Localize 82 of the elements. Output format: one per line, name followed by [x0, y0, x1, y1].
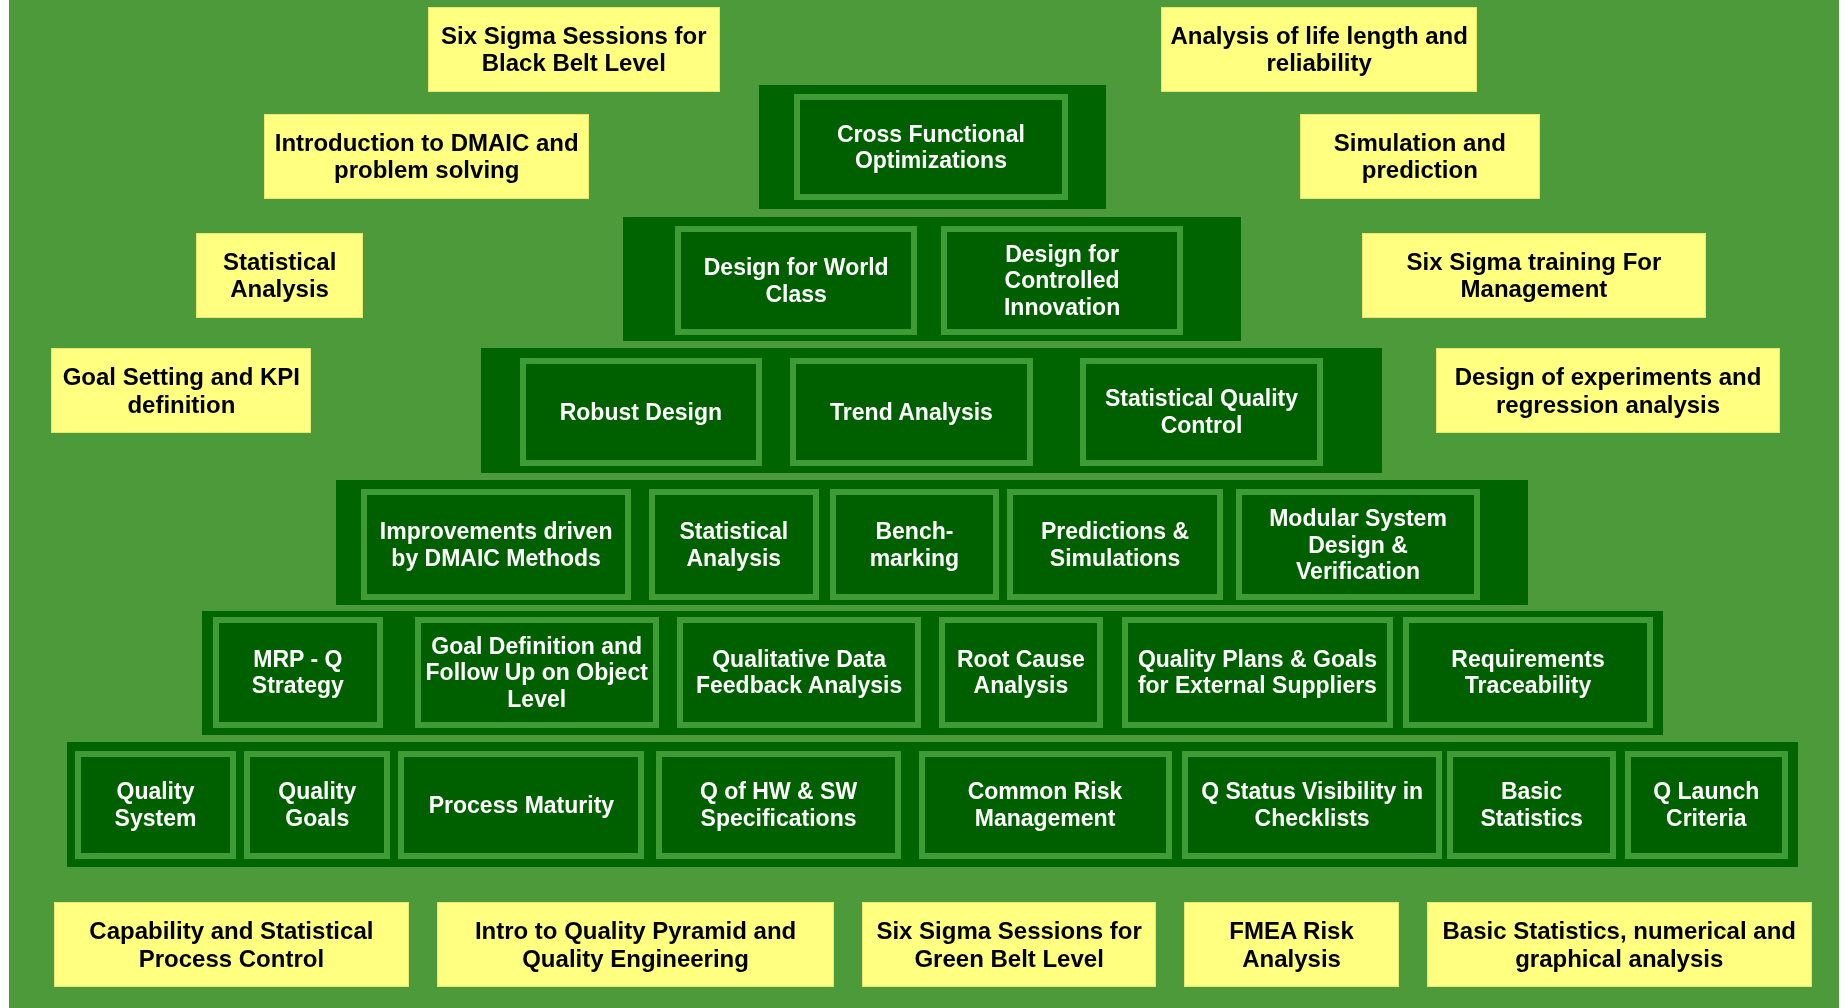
tier-box	[519, 357, 763, 466]
topic-label: Introduction to DMAIC and problem solving	[273, 128, 580, 185]
topic-label: Six Sigma Sessions for Black Belt Level	[440, 21, 708, 77]
pillar-label: Common Risk Management	[966, 778, 1124, 832]
tier-box	[212, 616, 384, 729]
pillar-label: Qualitative Data Feedback Analysis	[695, 646, 904, 699]
topic-label: FMEA Risk Analysis	[1228, 917, 1355, 973]
topic-label: Simulation and prediction	[1332, 128, 1507, 185]
topic-label: Analysis of life length and reliability	[1169, 21, 1469, 77]
tier-band	[66, 742, 1798, 868]
tier-box	[360, 489, 632, 601]
tier-box	[74, 750, 237, 859]
tier-box	[1624, 750, 1789, 859]
topic-card	[427, 7, 720, 92]
tier-band	[480, 348, 1383, 473]
tier-box	[244, 750, 391, 859]
pillar-label: Improvements driven by DMAIC Methods	[378, 518, 614, 572]
pillar-label: Bench-marking	[868, 518, 961, 572]
topic-label: Capability and Statistical Process Control	[88, 917, 375, 973]
pillar-label: MRP - Q Strategy	[250, 646, 345, 699]
tier-box	[656, 750, 901, 859]
tier-box	[938, 616, 1104, 729]
pillar-label: Q Launch Criteria	[1652, 778, 1761, 832]
topic-card	[437, 902, 834, 988]
topic-label: Six Sigma training For Management	[1405, 247, 1663, 303]
tier-box	[649, 489, 819, 601]
pillar-label: Root Cause Analysis	[956, 646, 1086, 699]
tier-box	[1006, 489, 1224, 601]
topic-card	[1362, 232, 1706, 318]
tier-box	[1403, 616, 1653, 729]
tier-box	[1446, 750, 1617, 859]
topic-label: Design of experiments and regression analysis	[1453, 363, 1763, 419]
topic-label: Intro to Quality Pyramid and Quality Engineering	[473, 917, 798, 973]
tier-band	[336, 480, 1529, 605]
pillar-label: Q of HW & SW Specifications	[698, 778, 859, 832]
topic-label: Statistical Analysis	[221, 247, 338, 303]
tier-box	[1079, 357, 1324, 466]
topic-card	[1184, 902, 1399, 988]
topic-card	[1426, 902, 1812, 988]
tier-band	[623, 216, 1241, 342]
tier-box	[398, 750, 645, 859]
pillar-label: Predictions & Simulations	[1039, 518, 1191, 572]
tier-box	[674, 225, 918, 336]
topic-card	[1160, 7, 1478, 92]
pillar-label: Design for Controlled Innovation	[1002, 240, 1122, 321]
pillar-label: Q Status Visibility in Checklists	[1200, 778, 1425, 832]
topic-card	[264, 114, 590, 199]
topic-card	[196, 232, 364, 318]
topic-card	[862, 902, 1157, 988]
topic-label: Six Sigma Sessions for Green Belt Level	[875, 917, 1143, 973]
topic-card	[53, 902, 410, 988]
pillar-label: Design for World Class	[702, 254, 890, 308]
tier-box	[790, 357, 1033, 466]
topic-card	[1436, 348, 1780, 433]
topic-label: Basic Statistics, numerical and graphical analysis	[1441, 917, 1797, 973]
pillar-label: Statistical Analysis	[678, 518, 790, 572]
tier-box	[940, 225, 1184, 336]
tier-box	[677, 616, 921, 729]
pillar-label: Process Maturity	[427, 791, 616, 819]
pillar-label: Robust Design	[558, 398, 723, 426]
pillar-label: Quality Goals	[277, 778, 358, 832]
topic-label: Goal Setting and KPI definition	[61, 363, 302, 419]
tier-box	[1236, 489, 1480, 601]
pillar-label: Trend Analysis	[829, 398, 994, 426]
pillar-label: Modular System Design & Verification	[1268, 505, 1448, 585]
tier-box	[793, 94, 1068, 200]
tier-box	[1122, 616, 1393, 729]
pillar-label: Goal Definition and Follow Up on Object Level	[424, 632, 649, 713]
pillar-label: Quality System	[113, 778, 198, 832]
tier-box	[830, 489, 999, 601]
pillar-label: Cross Functional Optimizations	[835, 120, 1026, 174]
tier-box	[918, 750, 1172, 859]
tier-box	[414, 616, 659, 729]
topic-card	[1299, 114, 1540, 199]
pillar-label: Requirements Traceability	[1450, 646, 1606, 699]
tier-band	[201, 610, 1664, 736]
pillar-label: Quality Plans & Goals for External Suppliers	[1136, 646, 1378, 699]
topic-card	[51, 348, 312, 433]
tier-box	[1182, 750, 1443, 859]
pillar-label: Basic Statistics	[1479, 778, 1584, 832]
tier-band	[758, 84, 1106, 210]
pillar-label: Statistical Quality Control	[1104, 385, 1299, 439]
